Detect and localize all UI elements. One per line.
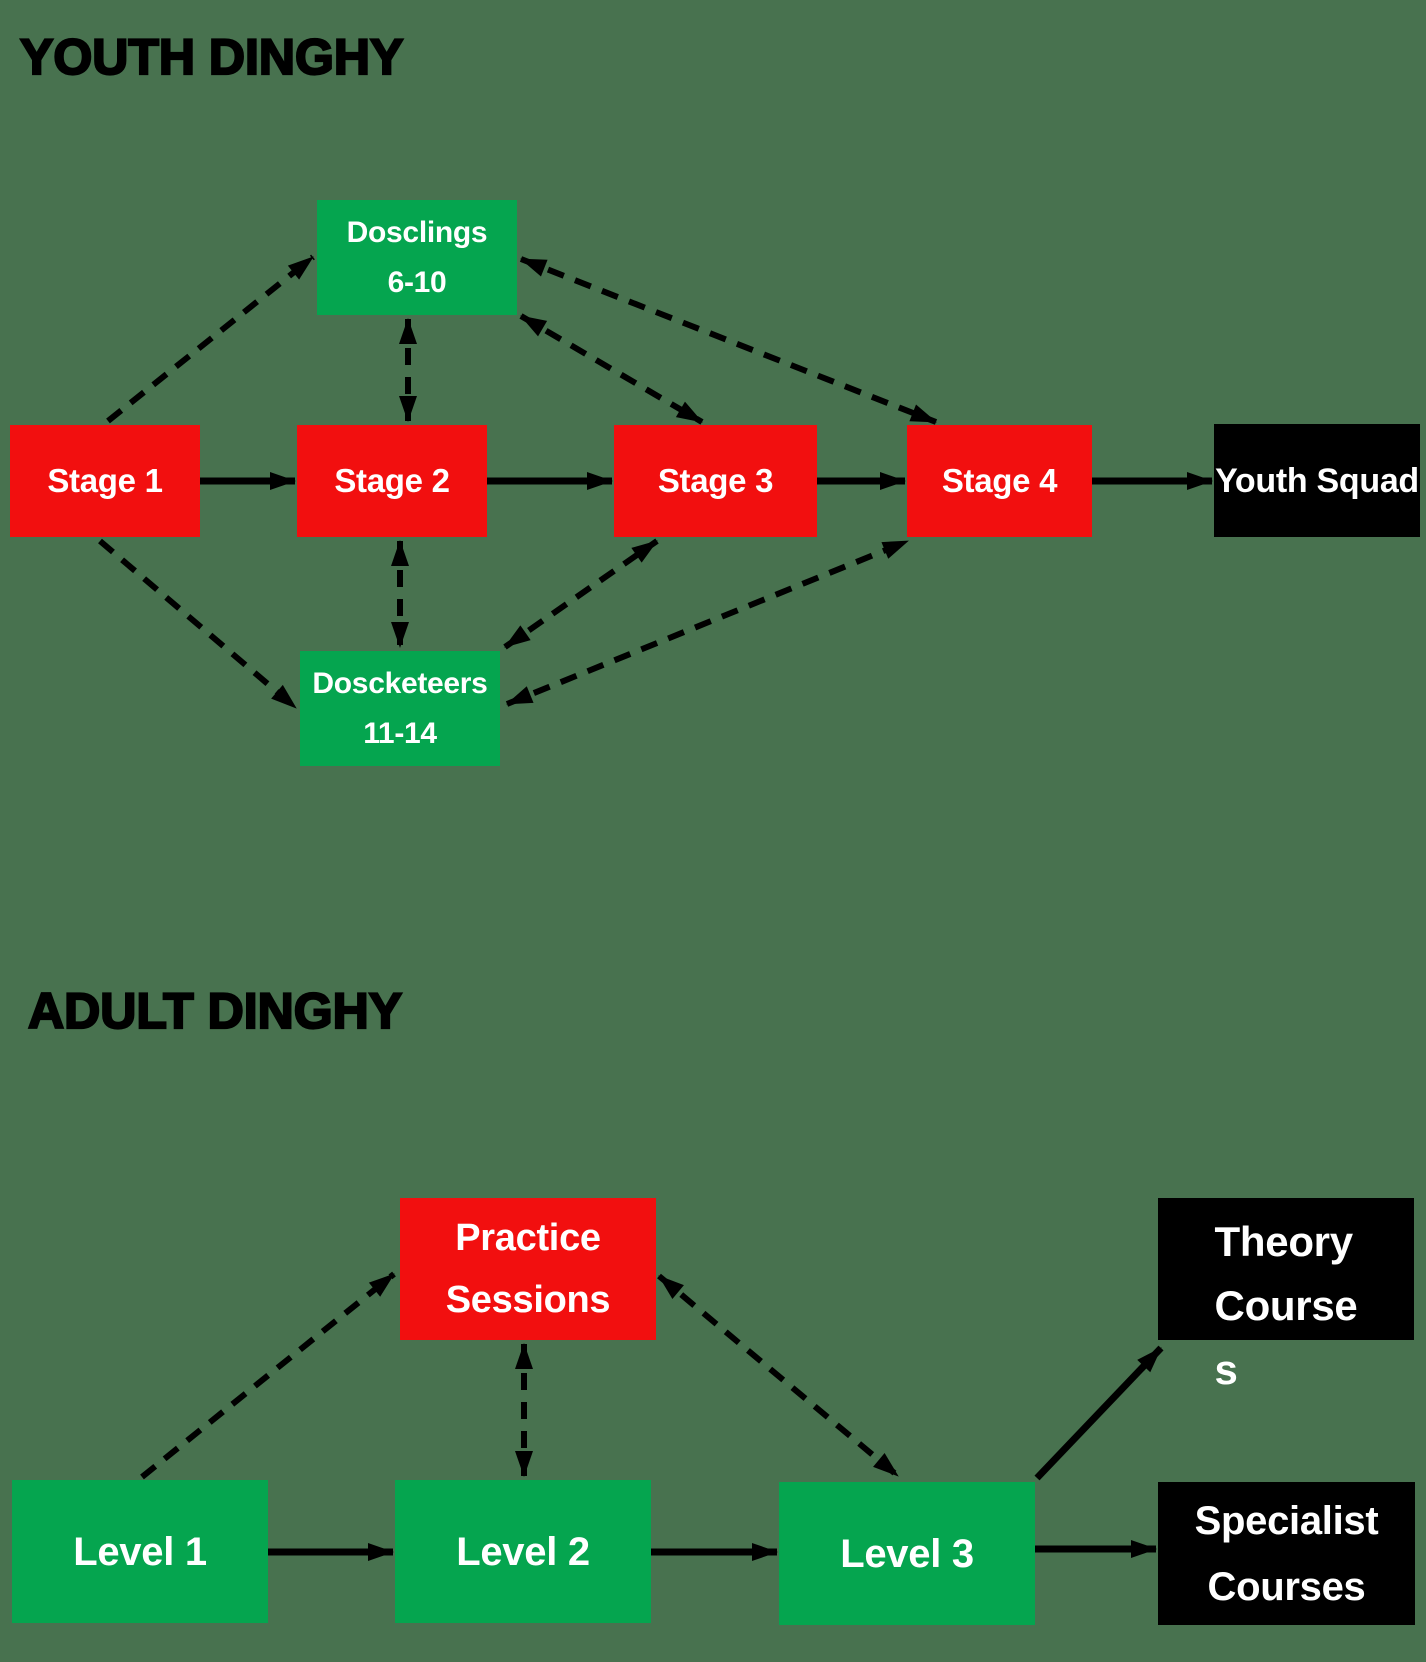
practice-label-line: Sessions xyxy=(445,1279,611,1321)
stage1-label: Stage 1 xyxy=(47,461,163,501)
dosclings-label-line: Dosclings xyxy=(346,215,488,249)
adult-section-title: ADULT DINGHY xyxy=(27,982,403,1040)
youth-squad-node: Youth Squad xyxy=(1214,424,1420,537)
youth-section-title: YOUTH DINGHY xyxy=(19,28,405,86)
dosclings-node: Dosclings 6-10 xyxy=(317,200,517,315)
dosclings-label: Dosclings 6-10 xyxy=(347,208,488,308)
theory-label-line: s xyxy=(1214,1346,1238,1393)
edge-stage1-dosclings-dashed-arrow xyxy=(106,254,315,424)
doscketeers-node: Doscketeers 11-14 xyxy=(300,651,500,766)
theory-label-line: Course xyxy=(1214,1282,1358,1329)
edge-level3-theory-solid-arrow xyxy=(1034,1345,1164,1481)
level1-label: Level 1 xyxy=(73,1529,207,1575)
stage2-label-line: Stage 2 xyxy=(334,462,450,499)
edge-dosclings-stage3-dashed-arrow xyxy=(519,313,704,425)
youth-squad-label-line: Youth Squad xyxy=(1215,461,1419,500)
stage1-label-line: Stage 1 xyxy=(47,462,163,499)
stage4-label-line: Stage 4 xyxy=(941,462,1058,499)
doscketeers-label: Doscketeers 11-14 xyxy=(312,659,487,759)
level3-label-line: Level 3 xyxy=(840,1531,974,1576)
level3-node: Level 3 xyxy=(779,1482,1035,1625)
level1-node: Level 1 xyxy=(12,1480,268,1623)
level3-label: Level 3 xyxy=(840,1531,974,1577)
level2-label: Level 2 xyxy=(456,1529,590,1575)
theory-label-line: Theory xyxy=(1214,1218,1354,1265)
specialist-label-line: Specialist xyxy=(1194,1498,1379,1543)
specialist-label-line: Courses xyxy=(1207,1564,1366,1609)
edge-practice-level3-dashed-arrow xyxy=(657,1273,900,1479)
level2-label-line: Level 2 xyxy=(456,1529,590,1574)
stage3-node: Stage 3 xyxy=(614,425,817,537)
stage3-label-line: Stage 3 xyxy=(657,462,774,499)
edge-level1-practice-dashed-arrow xyxy=(140,1271,396,1480)
youth-squad-label: Youth Squad xyxy=(1215,461,1419,501)
edge-doscketeers-stage3-dashed-arrow xyxy=(503,538,659,650)
level1-label-line: Level 1 xyxy=(73,1529,207,1574)
practice-label-line: Practice xyxy=(455,1217,601,1259)
stage1-node: Stage 1 xyxy=(10,425,200,537)
edge-dosclings-stage4-dashed-arrow xyxy=(519,256,938,425)
stage2-label: Stage 2 xyxy=(334,461,450,501)
edge-doscketeers-stage4-dashed-arrow xyxy=(505,538,910,707)
dosclings-label-line: 6-10 xyxy=(387,265,447,299)
edge-stage1-doscketeers-dashed-arrow xyxy=(98,538,298,711)
stage4-label: Stage 4 xyxy=(941,461,1058,501)
doscketeers-label-line: 11-14 xyxy=(363,716,437,750)
doscketeers-label-line: Doscketeers xyxy=(312,666,488,700)
stage3-label: Stage 3 xyxy=(657,461,774,501)
stage2-node: Stage 2 xyxy=(297,425,487,537)
level2-node: Level 2 xyxy=(395,1480,651,1623)
stage4-node: Stage 4 xyxy=(907,425,1092,537)
